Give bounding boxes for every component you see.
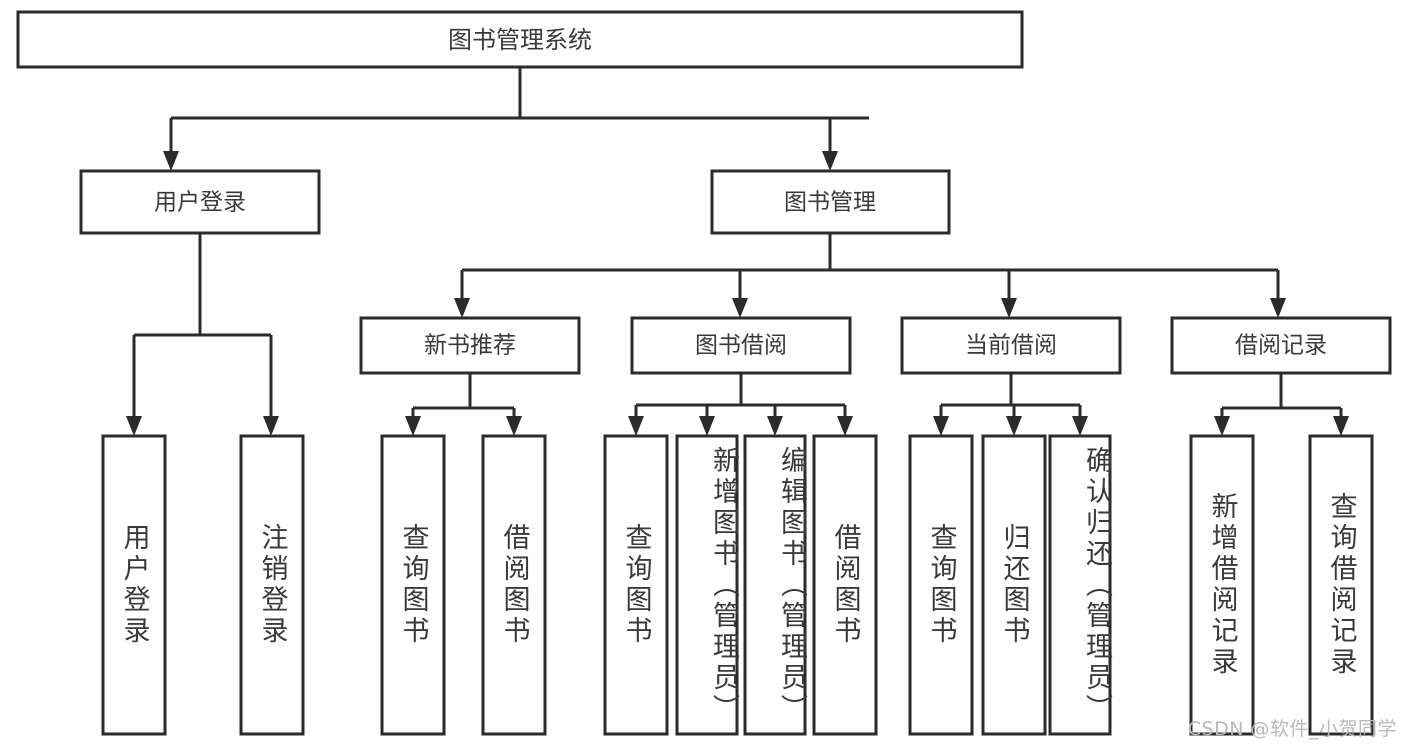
node-book-borrow[interactable]: 图书借阅 bbox=[630, 316, 852, 375]
arrow-head-icon bbox=[163, 151, 179, 171]
leaf-edit-book-box[interactable] bbox=[743, 434, 807, 736]
connector-root-to-level2 bbox=[163, 67, 869, 171]
arrow-head-icon bbox=[767, 416, 783, 436]
arrow-head-icon bbox=[1333, 416, 1349, 436]
node-current-borrow-box[interactable] bbox=[900, 316, 1122, 375]
arrow-head-icon bbox=[263, 416, 279, 436]
arrow-head-icon bbox=[1270, 298, 1286, 318]
arrow-head-icon bbox=[126, 416, 142, 436]
node-user-login[interactable]: 用户登录 bbox=[79, 169, 321, 235]
node-root[interactable]: 图书管理系统 bbox=[16, 10, 1024, 69]
node-current-borrow[interactable]: 当前借阅 bbox=[900, 316, 1122, 375]
node-new-book-recommend[interactable]: 新书推荐 bbox=[359, 316, 581, 375]
arrow-head-icon bbox=[1214, 416, 1230, 436]
arrow-head-icon bbox=[454, 298, 470, 318]
node-new-book-recommend-label: 新书推荐 bbox=[424, 333, 516, 359]
arrow-head-icon bbox=[732, 298, 748, 318]
connector-borrow-record-to-leaves bbox=[1214, 373, 1349, 436]
leaf-query-record-box[interactable] bbox=[1308, 434, 1374, 736]
leaf-borrow-book-1-box[interactable] bbox=[481, 434, 547, 736]
connector-new-book-recommend-to-leaves bbox=[405, 373, 522, 436]
node-root-box[interactable] bbox=[16, 10, 1024, 69]
arrow-head-icon bbox=[628, 416, 644, 436]
connector-current-borrow-to-leaves bbox=[933, 373, 1088, 436]
arrow-head-icon bbox=[822, 151, 838, 171]
node-borrow-record[interactable]: 借阅记录 bbox=[1170, 316, 1392, 375]
leaf-add-book-box[interactable] bbox=[675, 434, 739, 736]
arrow-head-icon bbox=[699, 416, 715, 436]
arrow-head-icon bbox=[933, 416, 949, 436]
leaf-logout-box[interactable] bbox=[239, 434, 305, 736]
leaf-query-book-1-box[interactable] bbox=[380, 434, 446, 736]
arrow-head-icon bbox=[506, 416, 522, 436]
node-root-label: 图书管理系统 bbox=[448, 26, 592, 54]
leaf-query-book-2-box[interactable] bbox=[603, 434, 669, 736]
watermark-text: CSDN @软件_小贺同学 bbox=[1187, 718, 1397, 740]
node-book-borrow-label: 图书借阅 bbox=[695, 333, 787, 359]
leaf-boxes-group bbox=[101, 434, 1374, 736]
leaf-confirm-return-box[interactable] bbox=[1048, 434, 1112, 736]
arrow-head-icon bbox=[405, 416, 421, 436]
connector-book-manage-to-level3 bbox=[454, 233, 1286, 318]
arrow-head-icon bbox=[1072, 416, 1088, 436]
node-book-manage-label: 图书管理 bbox=[784, 190, 876, 216]
connector-user-login-to-leaves bbox=[126, 233, 279, 436]
leaf-add-record-box[interactable] bbox=[1189, 434, 1255, 736]
node-current-borrow-label: 当前借阅 bbox=[965, 333, 1057, 359]
connector-book-borrow-to-leaves bbox=[628, 373, 853, 436]
node-user-login-box[interactable] bbox=[79, 169, 321, 235]
leaf-user-login-box[interactable] bbox=[101, 434, 167, 736]
node-new-book-recommend-box[interactable] bbox=[359, 316, 581, 375]
node-borrow-record-label: 借阅记录 bbox=[1235, 333, 1327, 359]
node-user-login-label: 用户登录 bbox=[154, 190, 246, 216]
arrow-head-icon bbox=[1001, 298, 1017, 318]
node-book-manage[interactable]: 图书管理 bbox=[710, 169, 951, 235]
leaf-borrow-book-2-box[interactable] bbox=[812, 434, 878, 736]
arrow-head-icon bbox=[837, 416, 853, 436]
leaf-return-book-box[interactable] bbox=[981, 434, 1047, 736]
arrow-head-icon bbox=[1006, 416, 1022, 436]
leaf-query-book-3-box[interactable] bbox=[908, 434, 974, 736]
